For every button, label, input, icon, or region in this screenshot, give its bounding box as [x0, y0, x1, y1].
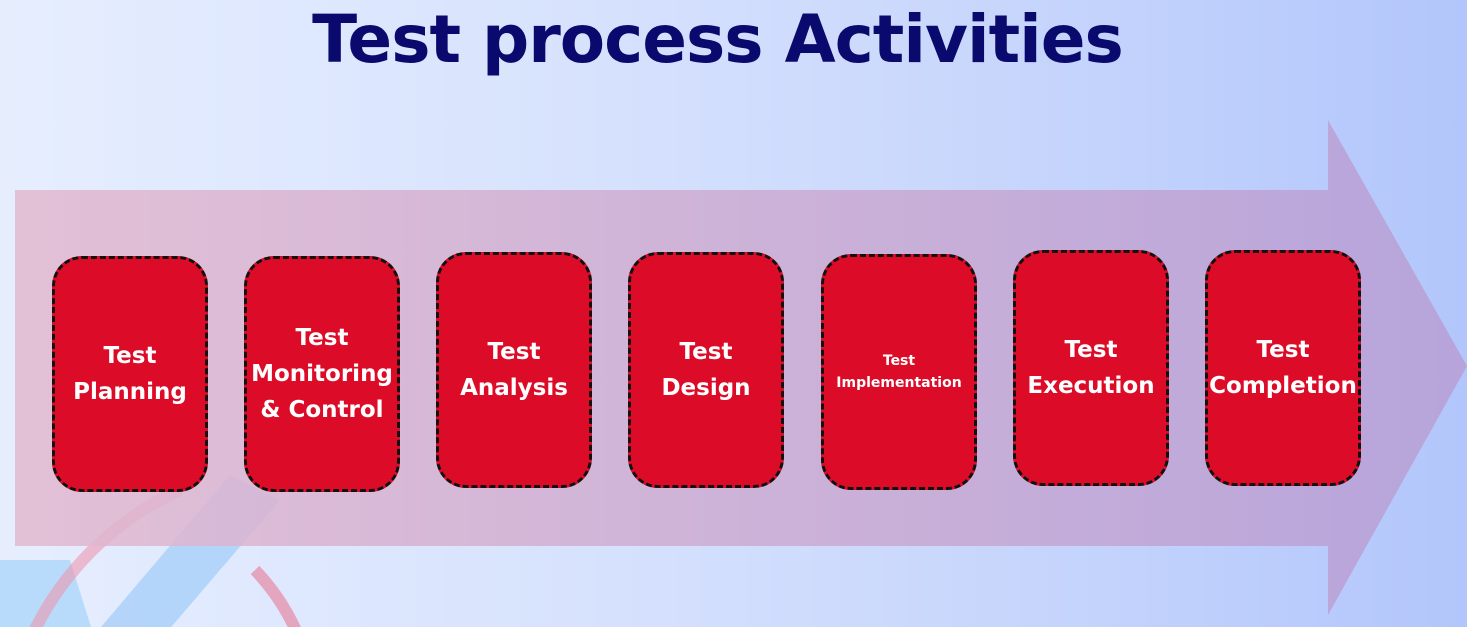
step-test-completion: Test Completion	[1205, 250, 1361, 486]
step-test-monitoring-control: Test Monitoring & Control	[244, 256, 400, 492]
step-label: Test Monitoring & Control	[251, 325, 393, 423]
step-label: Test Analysis	[460, 339, 568, 401]
step-label: Test Execution	[1027, 337, 1155, 399]
step-label: Test Completion	[1209, 337, 1357, 399]
step-test-execution: Test Execution	[1013, 250, 1169, 486]
step-test-design: Test Design	[628, 252, 784, 488]
page-title: Test process Activities	[312, 1, 1124, 78]
step-label: Test Implementation	[836, 353, 962, 391]
step-label: Test Planning	[73, 343, 187, 405]
step-test-implementation: Test Implementation	[821, 254, 977, 490]
step-label: Test Design	[661, 339, 751, 401]
step-test-analysis: Test Analysis	[436, 252, 592, 488]
step-test-planning: Test Planning	[52, 256, 208, 492]
